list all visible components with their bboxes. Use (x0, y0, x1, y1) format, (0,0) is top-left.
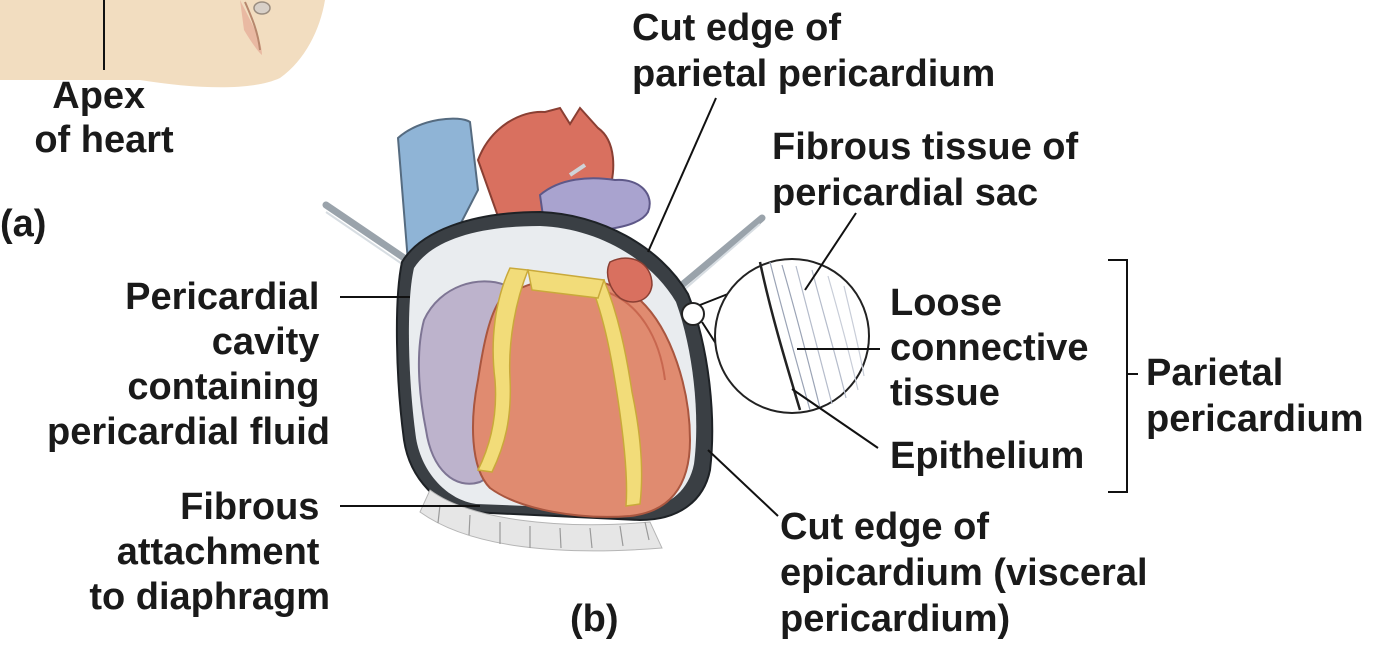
panel-a-label: (a) (0, 203, 46, 245)
loose-connective-label: Loose connective tissue (890, 282, 1099, 414)
apex-of-heart-label: Apex of heart (34, 75, 174, 161)
parietal-pericardium-label: Parietal pericardium (1146, 352, 1364, 440)
cut-edge-parietal-leader (648, 98, 716, 252)
heart-illustration (326, 108, 762, 551)
pericardial-cavity-label: Pericardial cavity containing pericardia… (47, 276, 330, 453)
cut-edge-epicardium-leader (708, 450, 778, 516)
left-retractor (326, 205, 410, 262)
panel-b-label: (b) (570, 598, 619, 640)
cut-edge-parietal-label: Cut edge of parietal pericardium (632, 7, 995, 95)
fibrous-attachment-label: Fibrous attachment to diaphragm (89, 486, 330, 618)
epithelium-label: Epithelium (890, 435, 1084, 477)
fibrous-tissue-label: Fibrous tissue of pericardial sac (772, 126, 1089, 214)
cut-edge-epicardium-label: Cut edge of epicardium (visceral pericar… (780, 506, 1158, 640)
parietal-bracket (1108, 260, 1127, 492)
magnified-inset (700, 259, 869, 413)
magnification-origin (682, 303, 704, 325)
panel-a-illustration (0, 0, 325, 87)
